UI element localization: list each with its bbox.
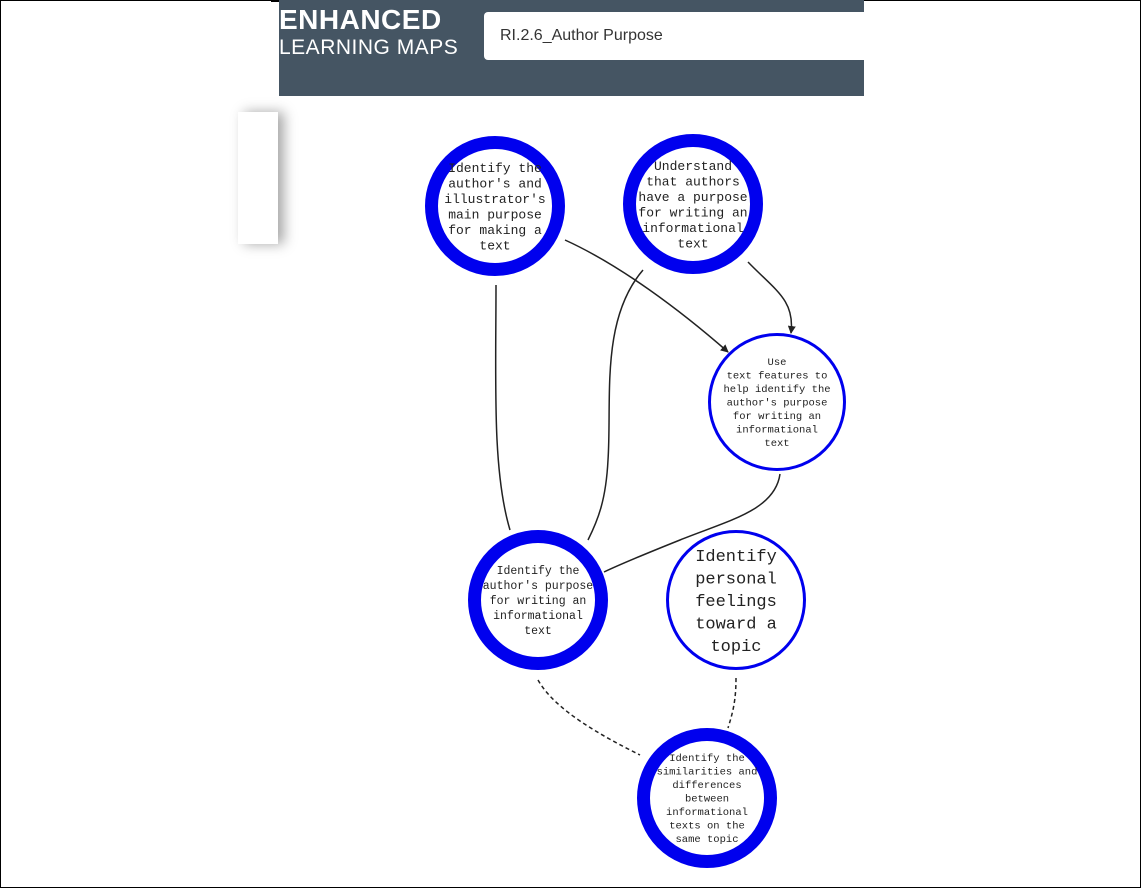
node-label-line: differences — [672, 780, 741, 792]
edges-layer — [494, 239, 796, 756]
node-label-line: Identify the — [497, 565, 580, 578]
node-label-line: illustrator's — [444, 192, 545, 207]
node-circle[interactable] — [666, 530, 806, 670]
node-circle[interactable] — [637, 728, 777, 868]
node-label-line: for writing an — [490, 595, 587, 608]
node-label-line: author's purpose — [727, 398, 828, 410]
logo[interactable]: ENHANCED LEARNING MAPS — [279, 6, 458, 60]
node-circle[interactable] — [708, 333, 846, 471]
search-input[interactable] — [484, 12, 864, 60]
node-label-line: author's and — [448, 176, 542, 191]
side-panel-edge — [238, 112, 278, 244]
node-label-line: feelings — [695, 593, 777, 612]
node-circle[interactable] — [468, 530, 608, 670]
node-label-line: Identify — [695, 548, 777, 567]
edge-n5-n6 — [727, 677, 737, 729]
logo-line-1: ENHANCED — [279, 4, 442, 35]
edge-n2-n4 — [587, 269, 644, 541]
node-label-line: same topic — [675, 834, 738, 846]
node-label-line: text features to — [727, 371, 828, 383]
app-header: ENHANCED LEARNING MAPS — [279, 0, 864, 96]
node-circle[interactable] — [623, 134, 763, 274]
node-label-line: informational — [736, 425, 818, 437]
node-label-line: main purpose — [448, 207, 542, 222]
node-label-line: for writing an — [733, 411, 821, 423]
edge-n1-n4 — [494, 284, 511, 531]
edge-n3-n4 — [603, 473, 781, 573]
node-label-line: topic — [710, 638, 761, 657]
map-node-n4[interactable]: Identify the author's purpose for writing … — [468, 530, 608, 670]
node-label-line: Use — [768, 357, 787, 369]
node-label-line: texts on the — [669, 821, 745, 833]
node-label-line: similarities and — [657, 767, 758, 779]
node-label-line: toward a — [695, 615, 777, 634]
node-label-line: text — [677, 236, 708, 251]
node-label-line: Identify the — [448, 161, 542, 176]
node-label-line: informational — [493, 610, 583, 623]
node-label-line: informational — [642, 221, 744, 236]
node-label-line: for writing an — [638, 205, 747, 220]
node-label-line: Understand — [654, 159, 732, 174]
node-label-line: text — [764, 438, 789, 450]
node-label-line: informational — [666, 807, 748, 819]
edge-n4-n6 — [537, 679, 641, 756]
node-label-line: have a purpose — [638, 190, 747, 205]
node-label-line: help identify the — [723, 384, 830, 396]
node-label-line: Identify the — [669, 753, 745, 765]
edge-n2-n3 — [747, 261, 796, 334]
edge-n1-n3 — [564, 239, 729, 353]
logo-line-2: LEARNING MAPS — [279, 36, 459, 59]
map-node-n5[interactable]: Identify personal feelings toward a topic — [666, 530, 806, 670]
node-label-line: personal — [695, 570, 777, 589]
frame-corner — [271, 0, 279, 2]
node-label-line: text — [524, 625, 552, 638]
node-label-line: that authors — [646, 174, 740, 189]
node-label-line: text — [479, 238, 510, 253]
node-label-line: between — [685, 794, 729, 806]
node-circle[interactable] — [425, 136, 565, 276]
node-label-line: author's purpose — [483, 580, 594, 593]
node-label-line: for making a — [448, 223, 542, 238]
